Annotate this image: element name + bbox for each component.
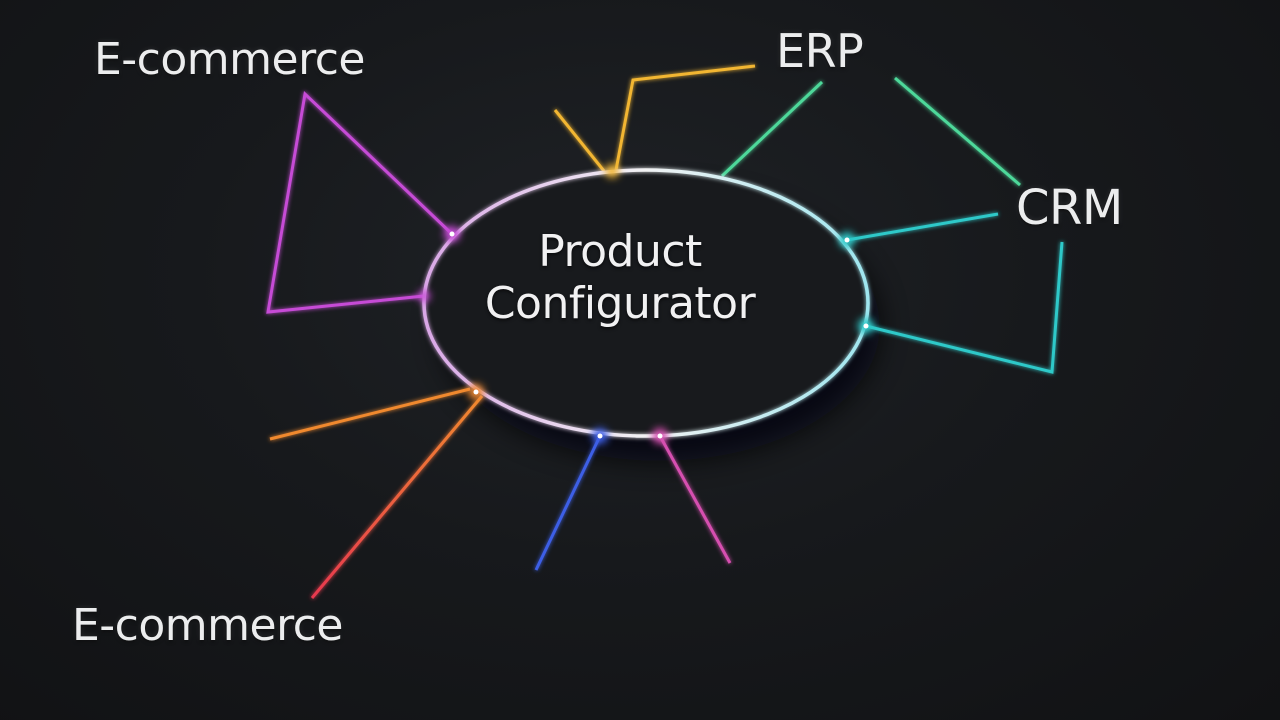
spark-teal-1-core — [844, 237, 850, 243]
node-label-ecommerce-top: E-commerce — [94, 34, 365, 85]
spark-teal-2-core — [863, 323, 869, 329]
spark-orange-core — [473, 389, 479, 395]
spark-blue-core — [597, 433, 603, 439]
connector-ecommerce-top — [266, 90, 454, 314]
node-label-erp: ERP — [776, 24, 864, 78]
hub-title-line2: Configurator — [484, 278, 756, 329]
connector-pink — [658, 435, 732, 564]
connector-erp-green — [720, 80, 824, 178]
hub-title: Product Configurator — [440, 226, 800, 330]
connector-crm-lower — [865, 241, 1064, 374]
connector-ecommerce-bottom — [310, 395, 484, 599]
connector-blue — [534, 435, 602, 571]
hub-title-line1: Product — [538, 226, 702, 277]
connector-erp-crm — [894, 76, 1021, 187]
spark-yellow — [605, 164, 619, 178]
node-label-ecommerce-bottom: E-commerce — [72, 600, 343, 651]
spark-magenta-1-core — [449, 231, 455, 237]
connector-orange — [269, 387, 471, 441]
hub-fill — [424, 170, 868, 436]
connector-yellow-short — [553, 109, 606, 172]
spark-magenta-2 — [418, 290, 430, 302]
connector-erp-yellow — [614, 64, 756, 171]
connector-crm-upper — [846, 212, 999, 242]
node-label-crm: CRM — [1016, 180, 1123, 236]
spark-pink-core — [657, 433, 663, 439]
hub-outline — [422, 168, 870, 438]
junction-sparks — [418, 164, 874, 444]
